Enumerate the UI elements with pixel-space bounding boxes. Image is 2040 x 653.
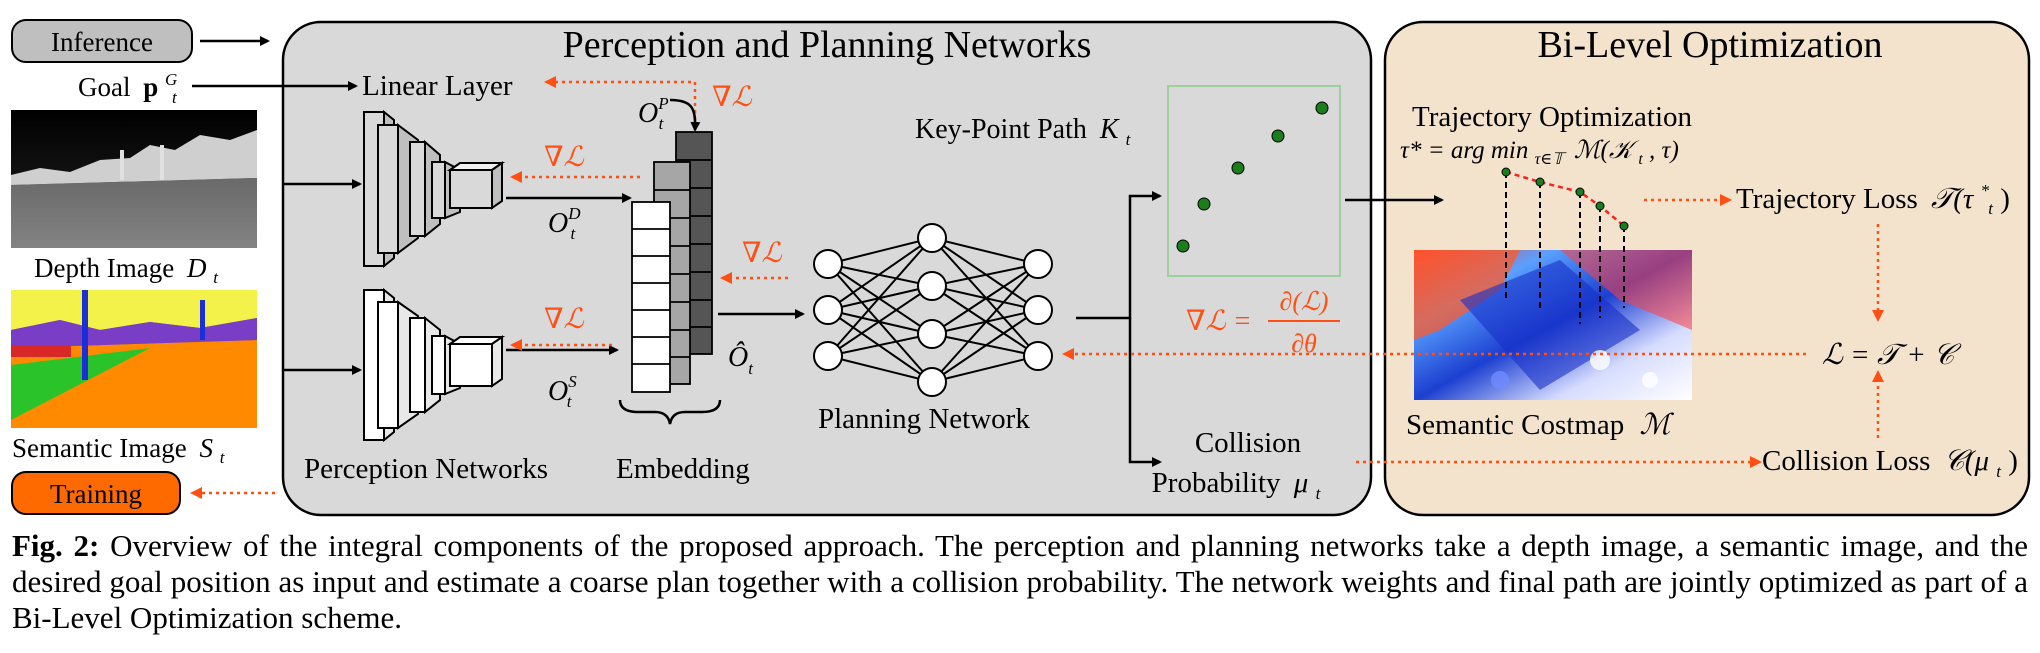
embedding-stack [631,131,713,393]
trajectory-optimization-equation: τ* = arg min τ∈𝕋 ℳ(𝒦 t , τ) [1400,137,1679,170]
grad-label-top: ∇ℒ [544,142,585,173]
figure-diagram: Perception and Planning Networks Bi-Leve… [11,19,2031,517]
grad-label-linear: ∇ℒ [712,82,753,113]
depth-encoder [363,109,506,269]
semantic-image [11,290,257,428]
goal-label: Goal p G t [78,61,184,107]
linear-layer-label: Linear Layer [362,70,513,102]
caption-label: Fig. 2: [12,528,100,563]
embedding-brace [618,399,722,425]
obs-hat-symbol: Ôt [728,342,754,378]
trajectory-optimization-label: Trajectory Optimization [1412,101,1693,133]
semantic-costmap-image [1414,250,1692,400]
gradient-equation-denominator: ∂θ [1291,329,1317,358]
semantic-encoder [363,287,506,443]
gradient-arrows [510,76,788,351]
grad-label-embedding: ∇ℒ [742,238,783,269]
grad-label-bottom: ∇ℒ [544,304,585,335]
depth-image [11,110,257,248]
training-legend-label: Training [50,479,142,509]
linear-to-embedding-arrow [669,98,701,132]
perception-networks-label: Perception Networks [304,453,548,485]
planner-output-fork [1076,191,1162,320]
planning-network [813,223,1053,397]
gradient-equation-lhs: ∇ℒ = [1186,306,1252,337]
keypoint-path-label: Key-Point Path K t [915,114,1132,149]
bilevel-panel-title: Bi-Level Optimization [1537,24,1882,66]
planning-network-label: Planning Network [818,403,1030,435]
gradient-equation-numerator: ∂(ℒ) [1280,287,1329,316]
inference-legend-box [11,19,193,63]
semantic-costmap-label: Semantic Costmap ℳ [1406,409,1675,441]
semantic-image-label: Semantic Image S t [12,433,226,467]
collision-loss-label: Collision Loss 𝒞(μ t ) [1762,445,2018,484]
figure-caption: Fig. 2: Overview of the integral compone… [12,528,2028,636]
collision-probability-line2: Probability μ t [1152,467,1322,503]
embedding-label: Embedding [616,453,750,485]
depth-image-label: Depth Image D t [34,253,219,287]
keypoint-dots [1176,101,1329,253]
inference-legend-label: Inference [51,27,153,57]
caption-text: Overview of the integral components of t… [12,528,2029,635]
collision-probability-line1: Collision [1195,427,1302,459]
planner-collision-branch [1128,318,1162,467]
perception-panel-title: Perception and Planning Networks [563,24,1092,66]
trajectory-loss-label: Trajectory Loss 𝒯(τ * t ) [1736,171,2010,221]
total-loss-equation: ℒ = 𝒯 + 𝒞 [1822,339,1962,371]
optimized-trajectory [1501,167,1629,324]
keypoint-plot-frame [1167,85,1341,277]
training-legend-box [11,471,181,515]
